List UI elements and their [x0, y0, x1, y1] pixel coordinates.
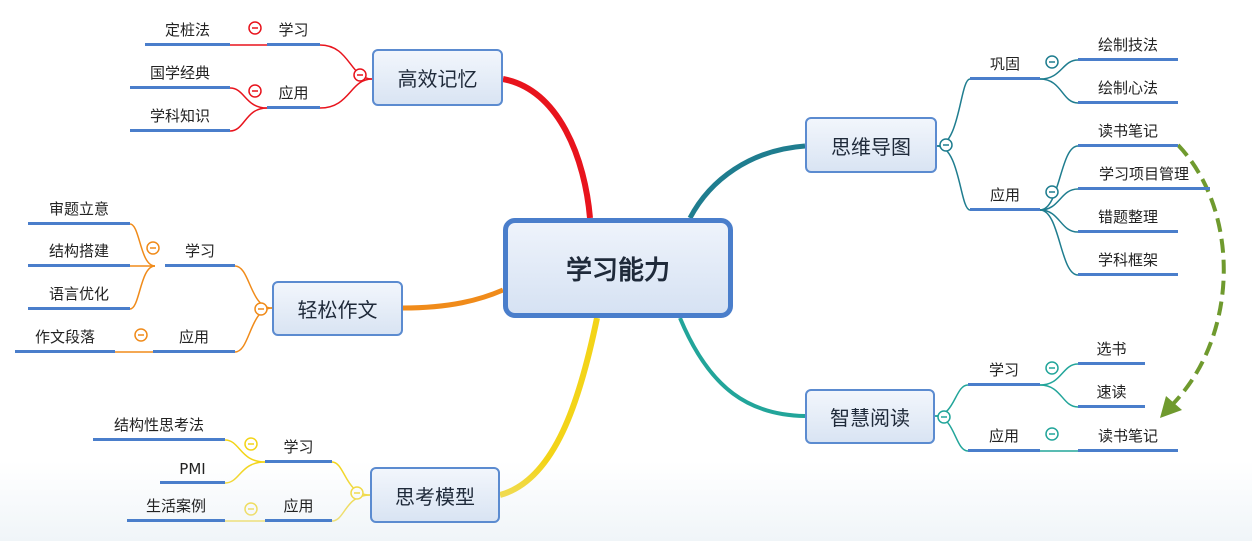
- thinking-apply-node[interactable]: 应用: [265, 496, 332, 522]
- mindmap-framework-node[interactable]: 学科框架: [1078, 250, 1178, 276]
- memory-apply-node[interactable]: 应用: [267, 83, 320, 109]
- writing-apply-node[interactable]: 应用: [153, 327, 235, 353]
- relationship-arrowhead: [1160, 396, 1182, 418]
- topic-smart-reading[interactable]: 智慧阅读: [805, 389, 935, 444]
- reading-speed-reading-node[interactable]: 速读: [1078, 382, 1145, 408]
- mindmap-drawing-mindset-node[interactable]: 绘制心法: [1078, 78, 1178, 104]
- writing-paragraph-node[interactable]: 作文段落: [15, 327, 115, 353]
- branch-memory: [502, 76, 593, 219]
- writing-language-node[interactable]: 语言优化: [28, 284, 130, 310]
- reading-learn-node[interactable]: 学习: [968, 360, 1040, 386]
- branch-reading: [678, 317, 806, 418]
- mindmap-connectors: [936, 59, 1079, 276]
- relationship-arrow: [1170, 143, 1226, 407]
- central-topic[interactable]: 学习能力: [503, 218, 733, 318]
- memory-subject-knowledge-node[interactable]: 学科知识: [130, 106, 230, 132]
- reading-apply-node[interactable]: 应用: [968, 426, 1040, 452]
- writing-collapse-icons: [134, 241, 268, 342]
- writing-learn-node[interactable]: 学习: [165, 241, 235, 267]
- memory-classics-node[interactable]: 国学经典: [130, 63, 230, 89]
- mindmap-apply-node[interactable]: 应用: [970, 185, 1040, 211]
- topic-thinking-models[interactable]: 思考模型: [370, 467, 500, 523]
- thinking-pmi-node[interactable]: PMI: [160, 458, 225, 484]
- thinking-life-cases-node[interactable]: 生活案例: [127, 496, 225, 522]
- topic-mind-map[interactable]: 思维导图: [805, 117, 937, 173]
- writing-structure-node[interactable]: 结构搭建: [28, 241, 130, 267]
- topic-efficient-memory[interactable]: 高效记忆: [372, 49, 503, 106]
- memory-peg-method-node[interactable]: 定桩法: [145, 20, 230, 46]
- reading-notes-node[interactable]: 读书笔记: [1078, 426, 1178, 452]
- memory-learn-node[interactable]: 学习: [267, 20, 320, 46]
- mindmap-reading-notes-node[interactable]: 读书笔记: [1078, 121, 1178, 147]
- mindmap-drawing-technique-node[interactable]: 绘制技法: [1078, 35, 1178, 61]
- thinking-learn-node[interactable]: 学习: [265, 437, 332, 463]
- mindmap-project-mgmt-node[interactable]: 学习项目管理: [1078, 164, 1210, 190]
- reading-choose-books-node[interactable]: 选书: [1078, 339, 1145, 365]
- mindmap-consolidate-node[interactable]: 巩固: [970, 54, 1040, 80]
- mindmap-mistakes-node[interactable]: 错题整理: [1078, 207, 1178, 233]
- branch-mindmap: [687, 143, 806, 220]
- branch-writing: [402, 287, 504, 311]
- mindmap-collapse-icons: [939, 55, 1059, 199]
- branch-thinking: [499, 317, 600, 498]
- thinking-structured-node[interactable]: 结构性思考法: [93, 415, 225, 441]
- memory-collapse-icons: [248, 21, 367, 98]
- writing-theme-node[interactable]: 审题立意: [28, 199, 130, 225]
- topic-easy-writing[interactable]: 轻松作文: [272, 281, 403, 336]
- reading-collapse-icons: [937, 361, 1059, 441]
